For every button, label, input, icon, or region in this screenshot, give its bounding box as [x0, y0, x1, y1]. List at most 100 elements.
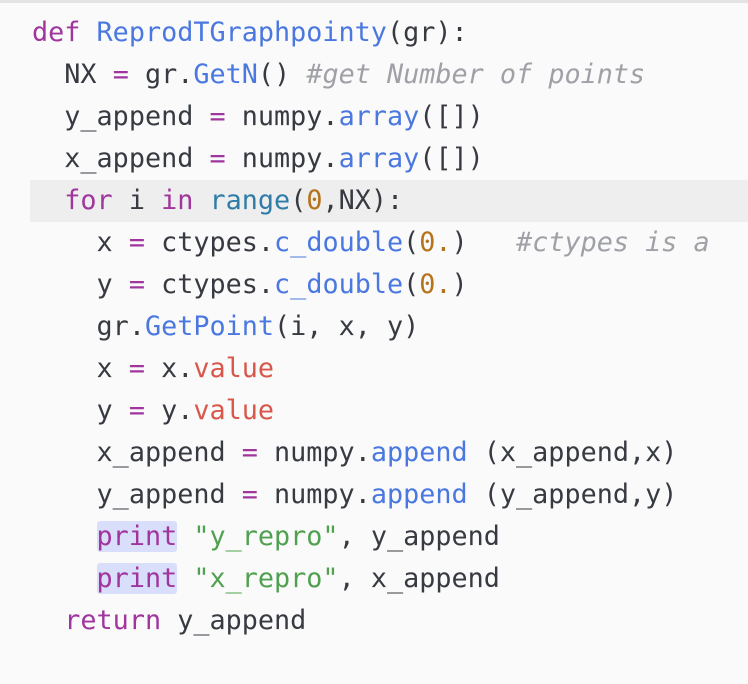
- token-code-text: (: [290, 185, 307, 216]
- code-line[interactable]: def ReprodTGraphpointy(gr):: [32, 12, 710, 54]
- token-operator: =: [112, 59, 129, 90]
- token-code-text: x: [96, 227, 129, 258]
- code-line[interactable]: gr.GetPoint(i, x, y): [32, 306, 710, 348]
- token-code-text: , x_append: [338, 563, 500, 594]
- token-code-text: y: [96, 269, 129, 300]
- code-line[interactable]: y = y.value: [32, 390, 710, 432]
- token-code-text: (: [403, 227, 420, 258]
- token-code-text: [177, 563, 193, 594]
- code-line[interactable]: print "x_repro", x_append: [32, 558, 710, 600]
- indent: [32, 59, 64, 90]
- token-code-text: ctypes.: [144, 227, 275, 258]
- indent: [32, 479, 97, 510]
- token-code-text: [193, 185, 209, 216]
- token-code-text: gr.: [128, 59, 194, 90]
- code-line[interactable]: NX = gr.GetN() #get Number of points: [32, 54, 710, 96]
- token-code-text: (y_append,y): [467, 479, 678, 510]
- token-function-name: GetN: [193, 59, 258, 90]
- token-function-name: append: [370, 437, 468, 468]
- token-code-text: (x_append,x): [467, 437, 678, 468]
- indent: [32, 311, 97, 342]
- indent: [32, 521, 97, 552]
- token-operator: =: [128, 353, 145, 384]
- token-comment: #get Number of points: [306, 59, 646, 90]
- token-code-text: gr.: [96, 311, 145, 342]
- code-line[interactable]: print "y_repro", y_append: [32, 516, 710, 558]
- indent: [32, 353, 97, 384]
- token-code-text: x.: [144, 353, 194, 384]
- code-line[interactable]: x = ctypes.c_double(0.) #ctypes is a: [32, 222, 710, 264]
- code-line[interactable]: y_append = numpy.append (y_append,y): [32, 474, 710, 516]
- token-comment: #ctypes is a: [516, 227, 710, 258]
- token-code-text: [80, 17, 96, 48]
- token-keyword: def: [32, 17, 81, 48]
- token-code-text: numpy.: [257, 437, 371, 468]
- token-number: 0.: [419, 227, 452, 258]
- token-builtin: range: [209, 185, 291, 216]
- token-code-text: [177, 521, 193, 552]
- indent: [32, 269, 97, 300]
- token-code-text: ): [451, 269, 468, 300]
- top-border: [0, 0, 748, 3]
- indent: [32, 395, 97, 426]
- token-function-name: append: [370, 479, 468, 510]
- token-attribute: value: [193, 353, 275, 384]
- token-code-text: ctypes.: [144, 269, 275, 300]
- token-keyword: for: [64, 185, 113, 216]
- token-function-name: GetPoint: [144, 311, 275, 342]
- token-code-text: ([]): [419, 101, 484, 132]
- code-line[interactable]: for i in range(0,NX):: [30, 180, 748, 222]
- indent: [32, 227, 97, 258]
- code-line[interactable]: return y_append: [32, 600, 710, 642]
- token-code-text: , y_append: [338, 521, 500, 552]
- token-code-text: x_append: [96, 437, 242, 468]
- code-line[interactable]: y = ctypes.c_double(0.): [32, 264, 710, 306]
- token-function-name: array: [338, 101, 420, 132]
- token-code-text: ,NX):: [322, 185, 404, 216]
- token-operator: =: [128, 395, 145, 426]
- indent: [32, 605, 64, 636]
- token-code-text: y.: [144, 395, 194, 426]
- token-code-text: numpy.: [257, 479, 371, 510]
- token-code-text: (: [403, 269, 420, 300]
- token-keyword: in: [161, 185, 194, 216]
- token-number: 0.: [419, 269, 452, 300]
- indent: [32, 101, 64, 132]
- token-operator: =: [241, 479, 258, 510]
- token-code-text: NX: [64, 59, 113, 90]
- code-line[interactable]: x = x.value: [32, 348, 710, 390]
- token-keyword: print: [96, 563, 178, 594]
- token-operator: =: [128, 269, 145, 300]
- token-string: "y_repro": [193, 521, 339, 552]
- token-code-text: (): [257, 59, 307, 90]
- token-function-name: c_double: [274, 227, 404, 258]
- token-code-text: y_append: [96, 479, 242, 510]
- token-operator: =: [209, 143, 226, 174]
- token-code-text: y: [96, 395, 129, 426]
- code-line[interactable]: x_append = numpy.array([]): [32, 138, 710, 180]
- token-keyword: print: [96, 521, 178, 552]
- code-line[interactable]: x_append = numpy.append (x_append,x): [32, 432, 710, 474]
- token-code-text: (gr):: [386, 17, 468, 48]
- code-block[interactable]: def ReprodTGraphpointy(gr): NX = gr.GetN…: [30, 12, 748, 642]
- token-operator: =: [209, 101, 226, 132]
- token-number: 0: [306, 185, 323, 216]
- token-attribute: value: [193, 395, 275, 426]
- token-code-text: x: [96, 353, 129, 384]
- token-code-text: ([]): [419, 143, 484, 174]
- token-string: "x_repro": [193, 563, 339, 594]
- token-code-text: i: [112, 185, 162, 216]
- indent: [32, 143, 64, 174]
- token-keyword: return: [64, 605, 162, 636]
- token-code-text: numpy.: [225, 143, 339, 174]
- token-code-text: numpy.: [225, 101, 339, 132]
- indent: [32, 437, 97, 468]
- token-operator: =: [128, 227, 145, 258]
- indent: [32, 185, 64, 216]
- token-function-name: c_double: [274, 269, 404, 300]
- token-code-text: y_append: [64, 101, 210, 132]
- token-function-name: array: [338, 143, 420, 174]
- token-function-name: ReprodTGraphpointy: [96, 17, 387, 48]
- token-code-text: ): [451, 227, 517, 258]
- code-line[interactable]: y_append = numpy.array([]): [32, 96, 710, 138]
